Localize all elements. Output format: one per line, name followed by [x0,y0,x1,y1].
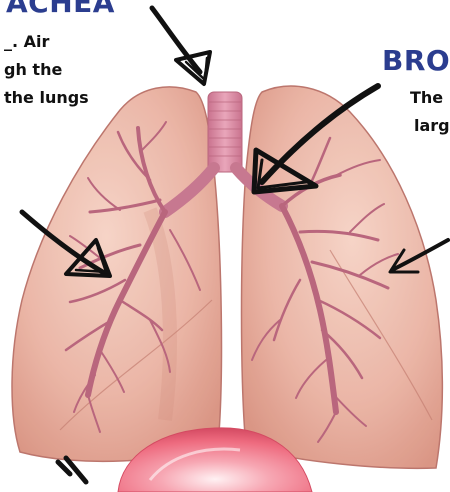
trachea-desc-line1: _. Air [4,32,49,52]
trachea-desc-line2: gh the [4,60,62,80]
trachea-title: ACHEA [6,0,115,19]
bronchi-desc-line2: larg [414,116,450,136]
left-lung [12,87,221,461]
hand-drawn-arrow-icon [152,8,210,84]
bronchi-desc-line1: The [410,88,443,108]
bronchi-title: BRO [382,44,450,77]
trachea-desc-line3: the lungs [4,88,89,108]
right-lung [242,86,443,468]
trachea [208,92,242,172]
